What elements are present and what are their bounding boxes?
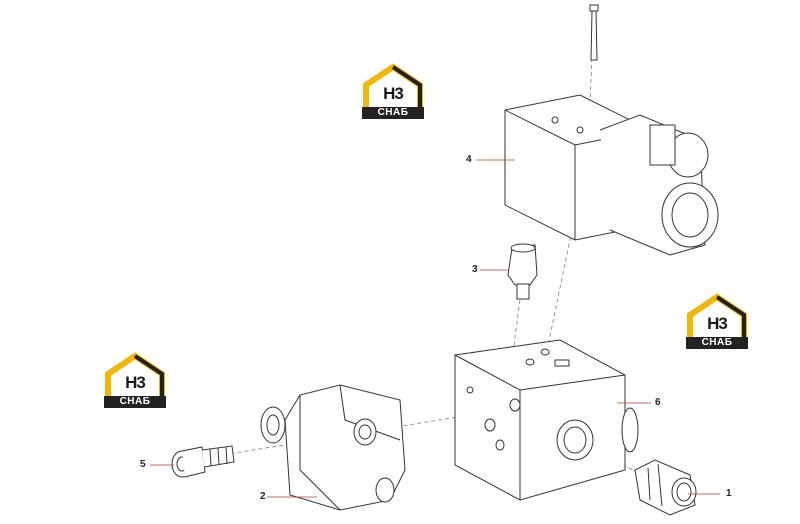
logo-word: СНАБ	[362, 107, 424, 119]
house-shape-icon	[687, 293, 747, 337]
top-screw	[589, 4, 599, 61]
brand-logo-watermark: H3 СНАБ	[362, 63, 424, 119]
part-1-fitting	[634, 459, 697, 516]
brand-logo-watermark: H3 СНАБ	[686, 293, 748, 349]
callout-1: 1	[726, 488, 732, 499]
part-6-manifold-block	[454, 339, 639, 501]
part-3-cartridge	[507, 243, 538, 300]
logo-word: СНАБ	[686, 337, 748, 349]
logo-mark: H3	[707, 314, 728, 333]
callout-5: 5	[140, 459, 146, 470]
house-shape-icon	[105, 352, 165, 396]
logo-mark: H3	[383, 84, 404, 103]
logo-word: СНАБ	[104, 396, 166, 408]
part-5-bolt	[171, 445, 235, 478]
part-2-adapter-block	[260, 384, 406, 511]
logo-mark: H3	[125, 373, 146, 392]
part-4-solenoid-valve	[504, 94, 719, 256]
callout-3: 3	[472, 264, 478, 275]
callout-4: 4	[466, 154, 472, 165]
brand-logo-watermark: H3 СНАБ	[104, 352, 166, 408]
leader-lines	[150, 159, 720, 498]
callout-6: 6	[655, 397, 661, 408]
callout-2: 2	[260, 491, 266, 502]
house-shape-icon	[363, 63, 423, 107]
